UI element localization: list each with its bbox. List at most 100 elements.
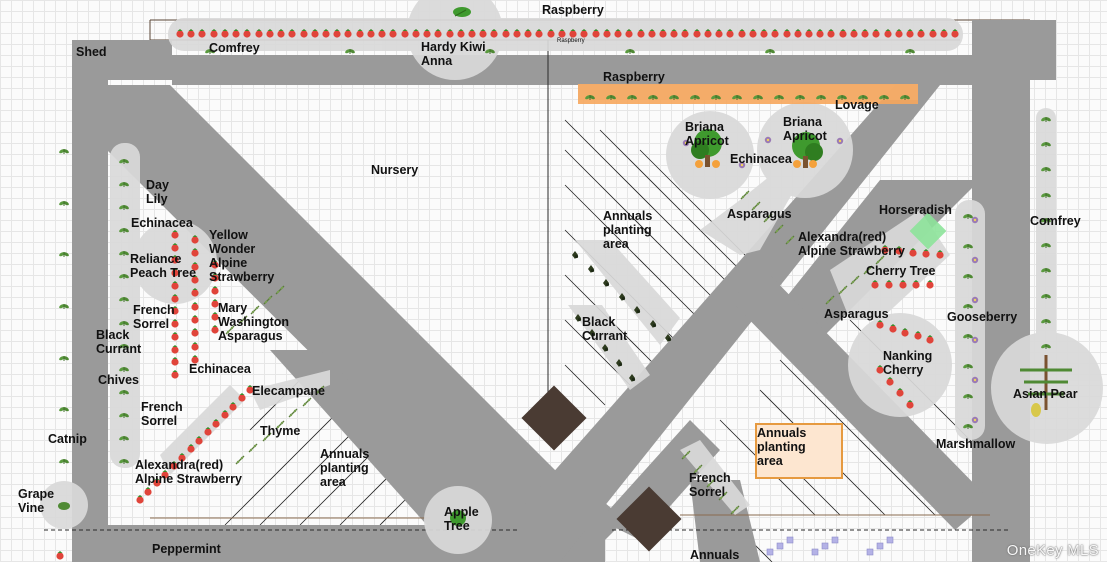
label-black-currant-left: Black Currant xyxy=(96,328,142,356)
lavender-icon xyxy=(811,548,819,556)
lavender-icon xyxy=(831,536,839,544)
label-briana-apricot-1: Briana Apricot xyxy=(685,120,729,148)
strawberry-icon xyxy=(191,342,199,351)
herb-icon xyxy=(58,458,70,465)
strawberry-icon xyxy=(171,332,179,341)
echinacea-icon xyxy=(764,136,772,144)
label-asparagus-1: Asparagus xyxy=(727,207,792,221)
hardy-kiwi-icon xyxy=(453,7,471,17)
echinacea-icon xyxy=(836,137,844,145)
label-grape-vine: Grape Vine xyxy=(18,487,55,515)
label-catnip: Catnip xyxy=(48,432,87,446)
flower-icon xyxy=(971,216,979,224)
strawberry-icon xyxy=(191,302,199,311)
label-asparagus-2: Asparagus xyxy=(824,307,889,321)
label-french-sorrel-3: French Sorrel xyxy=(689,471,731,499)
strawberry-icon xyxy=(171,357,179,366)
herb-icon xyxy=(58,406,70,413)
label-hardy-kiwi: Hardy Kiwi Anna xyxy=(421,40,486,68)
label-day-lily: Day Lily xyxy=(146,178,169,206)
annuals-orange-box xyxy=(755,423,843,479)
label-annuals-center: Annuals planting area xyxy=(603,209,653,251)
label-echinacea-left: Echinacea xyxy=(131,216,193,230)
label-gooseberry: Gooseberry xyxy=(947,310,1018,324)
herb-icon xyxy=(58,303,70,310)
label-alexandra-right: Alexandra(red) Alpine Strawberry xyxy=(798,230,905,258)
lavender-icon xyxy=(766,548,774,556)
brown-square-lower xyxy=(616,486,682,552)
asian-pear-tree-icon xyxy=(1020,355,1072,417)
lavender-icon xyxy=(776,542,784,550)
strawberry-icon xyxy=(136,495,144,504)
herb-icon xyxy=(58,251,70,258)
label-mary-washington: Mary Washington Asparagus xyxy=(218,301,290,343)
label-reliance-peach: Reliance Peach Tree xyxy=(130,252,197,280)
label-black-currant-center: Black Currant xyxy=(582,315,628,343)
brown-square-center xyxy=(521,385,587,451)
label-echinacea-right: Echinacea xyxy=(730,152,792,166)
flower-icon xyxy=(971,376,979,384)
grape-vine-icon xyxy=(58,502,70,510)
lavender-icon xyxy=(821,542,829,550)
currant-icon xyxy=(572,251,579,259)
label-asian-pear: Asian Pear xyxy=(1013,387,1078,401)
lavender-plants xyxy=(766,536,894,556)
apple-tree-icon xyxy=(450,510,466,526)
apricot-tree-2 xyxy=(792,132,823,168)
flower-icon xyxy=(971,416,979,424)
strawberry-icon xyxy=(238,393,246,402)
label-nanking-cherry: Nanking Cherry xyxy=(883,349,933,377)
label-annuals-box: Annuals planting area xyxy=(757,426,807,468)
watermark: OneKey MLS xyxy=(1006,542,1099,559)
label-annuals-bottom: Annuals xyxy=(690,548,740,562)
label-annuals-left: Annuals planting area xyxy=(320,447,370,489)
strawberry-icon xyxy=(191,315,199,324)
label-peppermint: Peppermint xyxy=(152,542,221,556)
herb-icon xyxy=(58,355,70,362)
apricot-tree-1 xyxy=(691,129,722,168)
label-horseradish: Horseradish xyxy=(879,203,952,217)
label-raspberry-top: Raspberry xyxy=(542,3,604,17)
label-raspberry-tiny: Raspberry xyxy=(557,38,585,44)
flower-icon xyxy=(971,296,979,304)
label-yellow-wonder: Yellow Wonder Alpine Strawberry xyxy=(209,228,275,284)
label-comfrey-top: Comfrey xyxy=(209,41,260,55)
label-marshmallow: Marshmallow xyxy=(936,437,1016,451)
label-nursery: Nursery xyxy=(371,163,419,177)
lavender-icon xyxy=(876,542,884,550)
label-apple-tree: Apple Tree xyxy=(444,505,479,533)
label-french-sorrel-1: French Sorrel xyxy=(133,303,175,331)
lavender-icon xyxy=(866,548,874,556)
flower-icon xyxy=(971,336,979,344)
strawberry-icon xyxy=(171,370,179,379)
label-french-sorrel-2: French Sorrel xyxy=(141,400,183,428)
herb-icon xyxy=(58,200,70,207)
strawberry-icon xyxy=(144,487,152,496)
raspberry-orange-bed xyxy=(578,84,918,104)
strawberry-icon xyxy=(191,328,199,337)
label-elecampane: Elecampane xyxy=(252,384,325,398)
label-chives: Chives xyxy=(98,373,139,387)
label-briana-apricot-2: Briana Apricot xyxy=(783,115,827,143)
strawberry-icon xyxy=(211,286,219,295)
label-alexandra-left: Alexandra(red) Alpine Strawberry xyxy=(135,458,242,486)
label-lovage: Lovage xyxy=(835,98,879,112)
lavender-icon xyxy=(786,536,794,544)
label-raspberry-2: Raspberry xyxy=(603,70,665,84)
herb-icon xyxy=(58,148,70,155)
flower-icon xyxy=(971,256,979,264)
label-cherry-tree: Cherry Tree xyxy=(866,264,936,278)
currant-icon xyxy=(588,265,595,273)
strawberry-icon xyxy=(56,551,64,560)
horseradish-icon xyxy=(909,212,947,250)
label-comfrey-right: Comfrey xyxy=(1030,214,1081,228)
asparagus-icon xyxy=(248,443,258,453)
strawberry-icon xyxy=(171,345,179,354)
label-shed: Shed xyxy=(76,45,107,59)
strawberry-icon xyxy=(926,280,934,289)
lavender-icon xyxy=(886,536,894,544)
asparagus-icon xyxy=(302,397,312,407)
label-echinacea-mid: Echinacea xyxy=(189,362,251,376)
asparagus-icon xyxy=(288,408,298,418)
